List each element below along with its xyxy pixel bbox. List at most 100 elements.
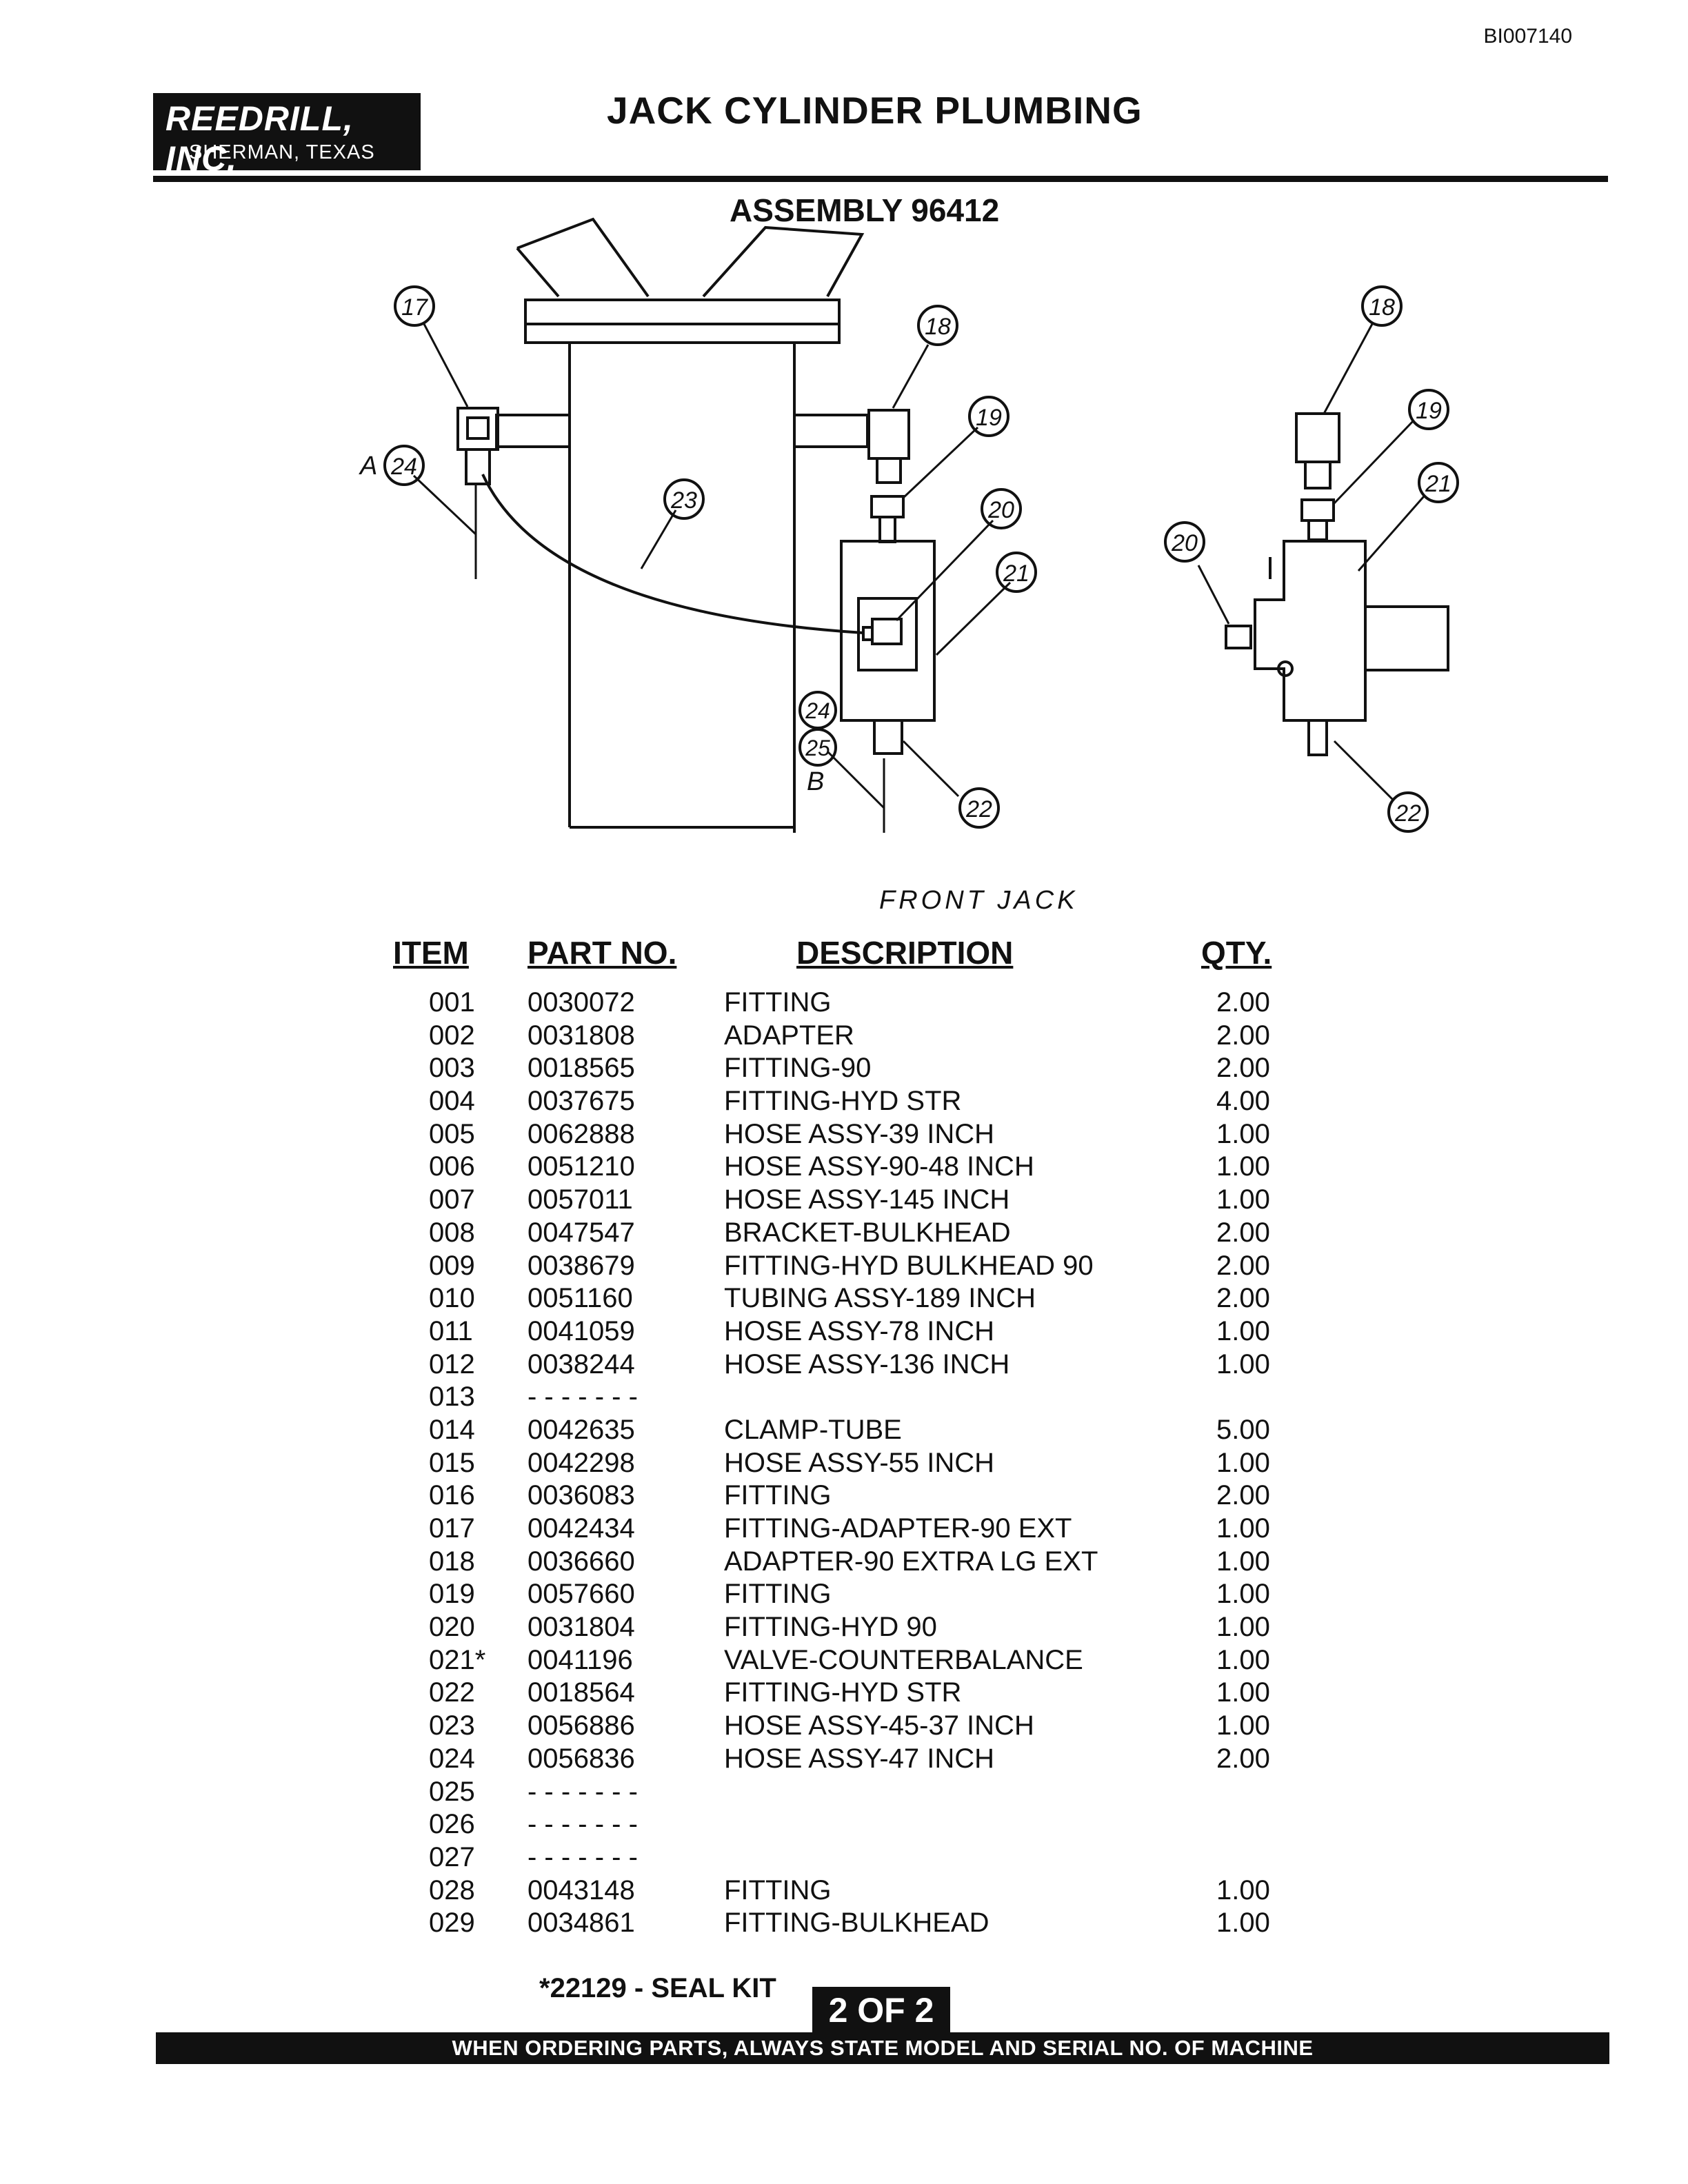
part-no-cell: 0037675 [528,1086,635,1117]
part-no-cell: 0036083 [528,1480,635,1511]
qty-cell: 1.00 [1216,1677,1270,1708]
item-cell: 026 [429,1809,475,1840]
seal-kit-note: *22129 - SEAL KIT [539,1973,776,2003]
hose-23 [481,474,864,634]
item-cell: 028 [429,1874,475,1905]
item-cell: 015 [429,1447,475,1478]
part-no-cell: 0030072 [528,987,635,1018]
qty-cell: 1.00 [1216,1348,1270,1379]
description-cell: FITTING [724,1579,832,1610]
part-no-cell: 0042635 [528,1414,635,1445]
side-callout-22: 22 [1387,791,1429,833]
callout-24b: 24 [798,691,837,729]
callout-19: 19 [968,396,1009,437]
side-callout-22-label: 22 [1394,800,1421,827]
part-no-cell: 0031804 [528,1612,635,1643]
part-no-cell: 0047547 [528,1217,635,1248]
callout-25: 25 [798,728,837,767]
part-no-cell: 0041059 [528,1315,635,1346]
callout-24b-label: 24 [805,698,830,723]
adapter-18 [867,409,910,484]
qty-cell: 2.00 [1216,987,1270,1018]
item-cell: 021* [429,1644,486,1675]
item-cell: 017 [429,1513,475,1544]
side-callout-20: 20 [1164,521,1205,563]
part-no-cell: - - - - - - - [528,1841,638,1872]
item-cell: 023 [429,1710,475,1741]
side-callout-21-label: 21 [1425,471,1451,497]
qty-cell: 1.00 [1216,1908,1270,1939]
qty-cell: 2.00 [1216,1283,1270,1314]
item-cell: 011 [429,1315,473,1346]
qty-cell: 2.00 [1216,1743,1270,1774]
company-name: REEDRILL, INC. [165,99,354,178]
description-cell: HOSE ASSY-39 INCH [724,1118,995,1149]
qty-cell: 1.00 [1216,1579,1270,1610]
table-row: 026 - - - - - - - [0,1809,1688,1842]
assembly-number: ASSEMBLY 96412 [730,192,1000,228]
company-logo: REEDRILL, INC. SHERMAN, TEXAS [153,93,421,178]
letter-a: A [359,452,377,481]
side-view [1225,412,1449,756]
part-no-cell: 0042298 [528,1447,635,1478]
callout-22-label: 22 [965,796,992,822]
part-no-cell: 0051210 [528,1151,635,1182]
page-title: JACK CYLINDER PLUMBING [607,89,1143,132]
item-cell: 029 [429,1908,475,1939]
part-no-cell: 0036660 [528,1546,635,1577]
assembly-drawing: 17 18 19 20 21 22 23 24 24 25 A B 18 19 … [359,217,1459,833]
fitting-17 [456,407,499,485]
callout-18: 18 [917,305,958,346]
part-no-cell: - - - - - - - [528,1809,638,1840]
side-callout-20-label: 20 [1171,530,1198,556]
item-cell: 005 [429,1118,475,1149]
part-no-cell: 0056886 [528,1710,635,1741]
item-cell: 012 [429,1348,475,1379]
callout-23: 23 [663,478,705,520]
side-callout-19-label: 19 [1416,398,1442,424]
description-cell: HOSE ASSY-45-37 INCH [724,1710,1034,1741]
description-cell: FITTING-HYD BULKHEAD 90 [724,1250,1094,1281]
item-cell: 014 [429,1414,475,1445]
callout-21: 21 [996,552,1037,593]
description-cell: FITTING-90 [724,1053,872,1084]
item-cell: 002 [429,1020,475,1051]
qty-cell: 2.00 [1216,1053,1270,1084]
item-cell: 008 [429,1217,475,1248]
item-cell: 006 [429,1151,475,1182]
qty-cell: 2.00 [1216,1480,1270,1511]
qty-cell: 1.00 [1216,1874,1270,1905]
document-id: BI007140 [1483,25,1572,48]
item-cell: 013 [429,1382,475,1413]
description-cell: FITTING-HYD STR [724,1086,962,1117]
company-location: SHERMAN, TEXAS [189,141,375,163]
qty-cell: 1.00 [1216,1118,1270,1149]
description-cell: HOSE ASSY-136 INCH [724,1348,1010,1379]
item-cell: 025 [429,1776,475,1807]
item-cell: 010 [429,1283,475,1314]
callout-24a: 24 [383,445,425,486]
item-cell: 019 [429,1579,475,1610]
item-cell: 007 [429,1184,475,1215]
table-row: 025- - - - - - - [0,1777,1688,1810]
item-cell: 016 [429,1480,475,1511]
description-cell: FITTING-HYD 90 [724,1612,937,1643]
description-cell: CLAMP-TUBE [724,1414,902,1445]
description-cell: FITTING [724,1480,832,1511]
callout-20-label: 20 [987,497,1014,523]
qty-cell: 4.00 [1216,1086,1270,1117]
qty-cell: 1.00 [1216,1612,1270,1643]
